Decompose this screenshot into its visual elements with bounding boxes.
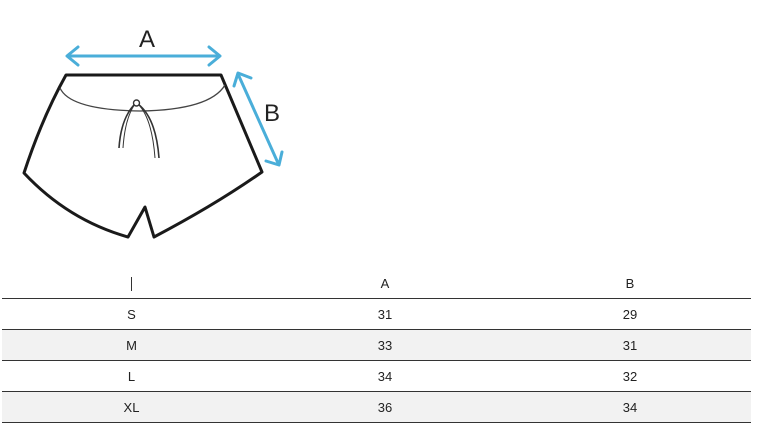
header-size xyxy=(2,268,261,299)
shorts-waistband xyxy=(59,84,226,112)
table-row: S 31 29 xyxy=(2,298,751,330)
cell-a: 33 xyxy=(261,329,509,361)
cell-b: 29 xyxy=(509,298,751,330)
size-table-header-row: A B xyxy=(2,268,751,299)
table-row: XL 36 34 xyxy=(2,391,751,423)
dimension-arrow-b xyxy=(232,71,284,167)
dimension-arrow-a xyxy=(65,45,222,67)
cell-size: L xyxy=(2,360,261,392)
shorts-size-diagram: A B xyxy=(0,0,300,250)
shorts-illustration: A B xyxy=(22,26,284,239)
cell-b: 34 xyxy=(509,391,751,423)
cell-size: XL xyxy=(2,391,261,423)
table-row: M 33 31 xyxy=(2,329,751,361)
cell-a: 34 xyxy=(261,360,509,392)
cell-b: 31 xyxy=(509,329,751,361)
header-a: A xyxy=(261,268,509,299)
cell-a: 31 xyxy=(261,298,509,330)
shorts-outline xyxy=(22,73,264,239)
table-row: L 34 32 xyxy=(2,360,751,392)
cell-size: S xyxy=(2,298,261,330)
dimension-label-a: A xyxy=(139,26,155,53)
cell-b: 32 xyxy=(509,360,751,392)
size-table: A B S 31 29 M 33 31 L 34 32 XL 36 34 xyxy=(2,268,751,423)
header-b: B xyxy=(509,268,751,299)
cell-a: 36 xyxy=(261,391,509,423)
dimension-label-b: B xyxy=(264,100,280,127)
cell-size: M xyxy=(2,329,261,361)
text-cursor-mark xyxy=(131,276,132,291)
